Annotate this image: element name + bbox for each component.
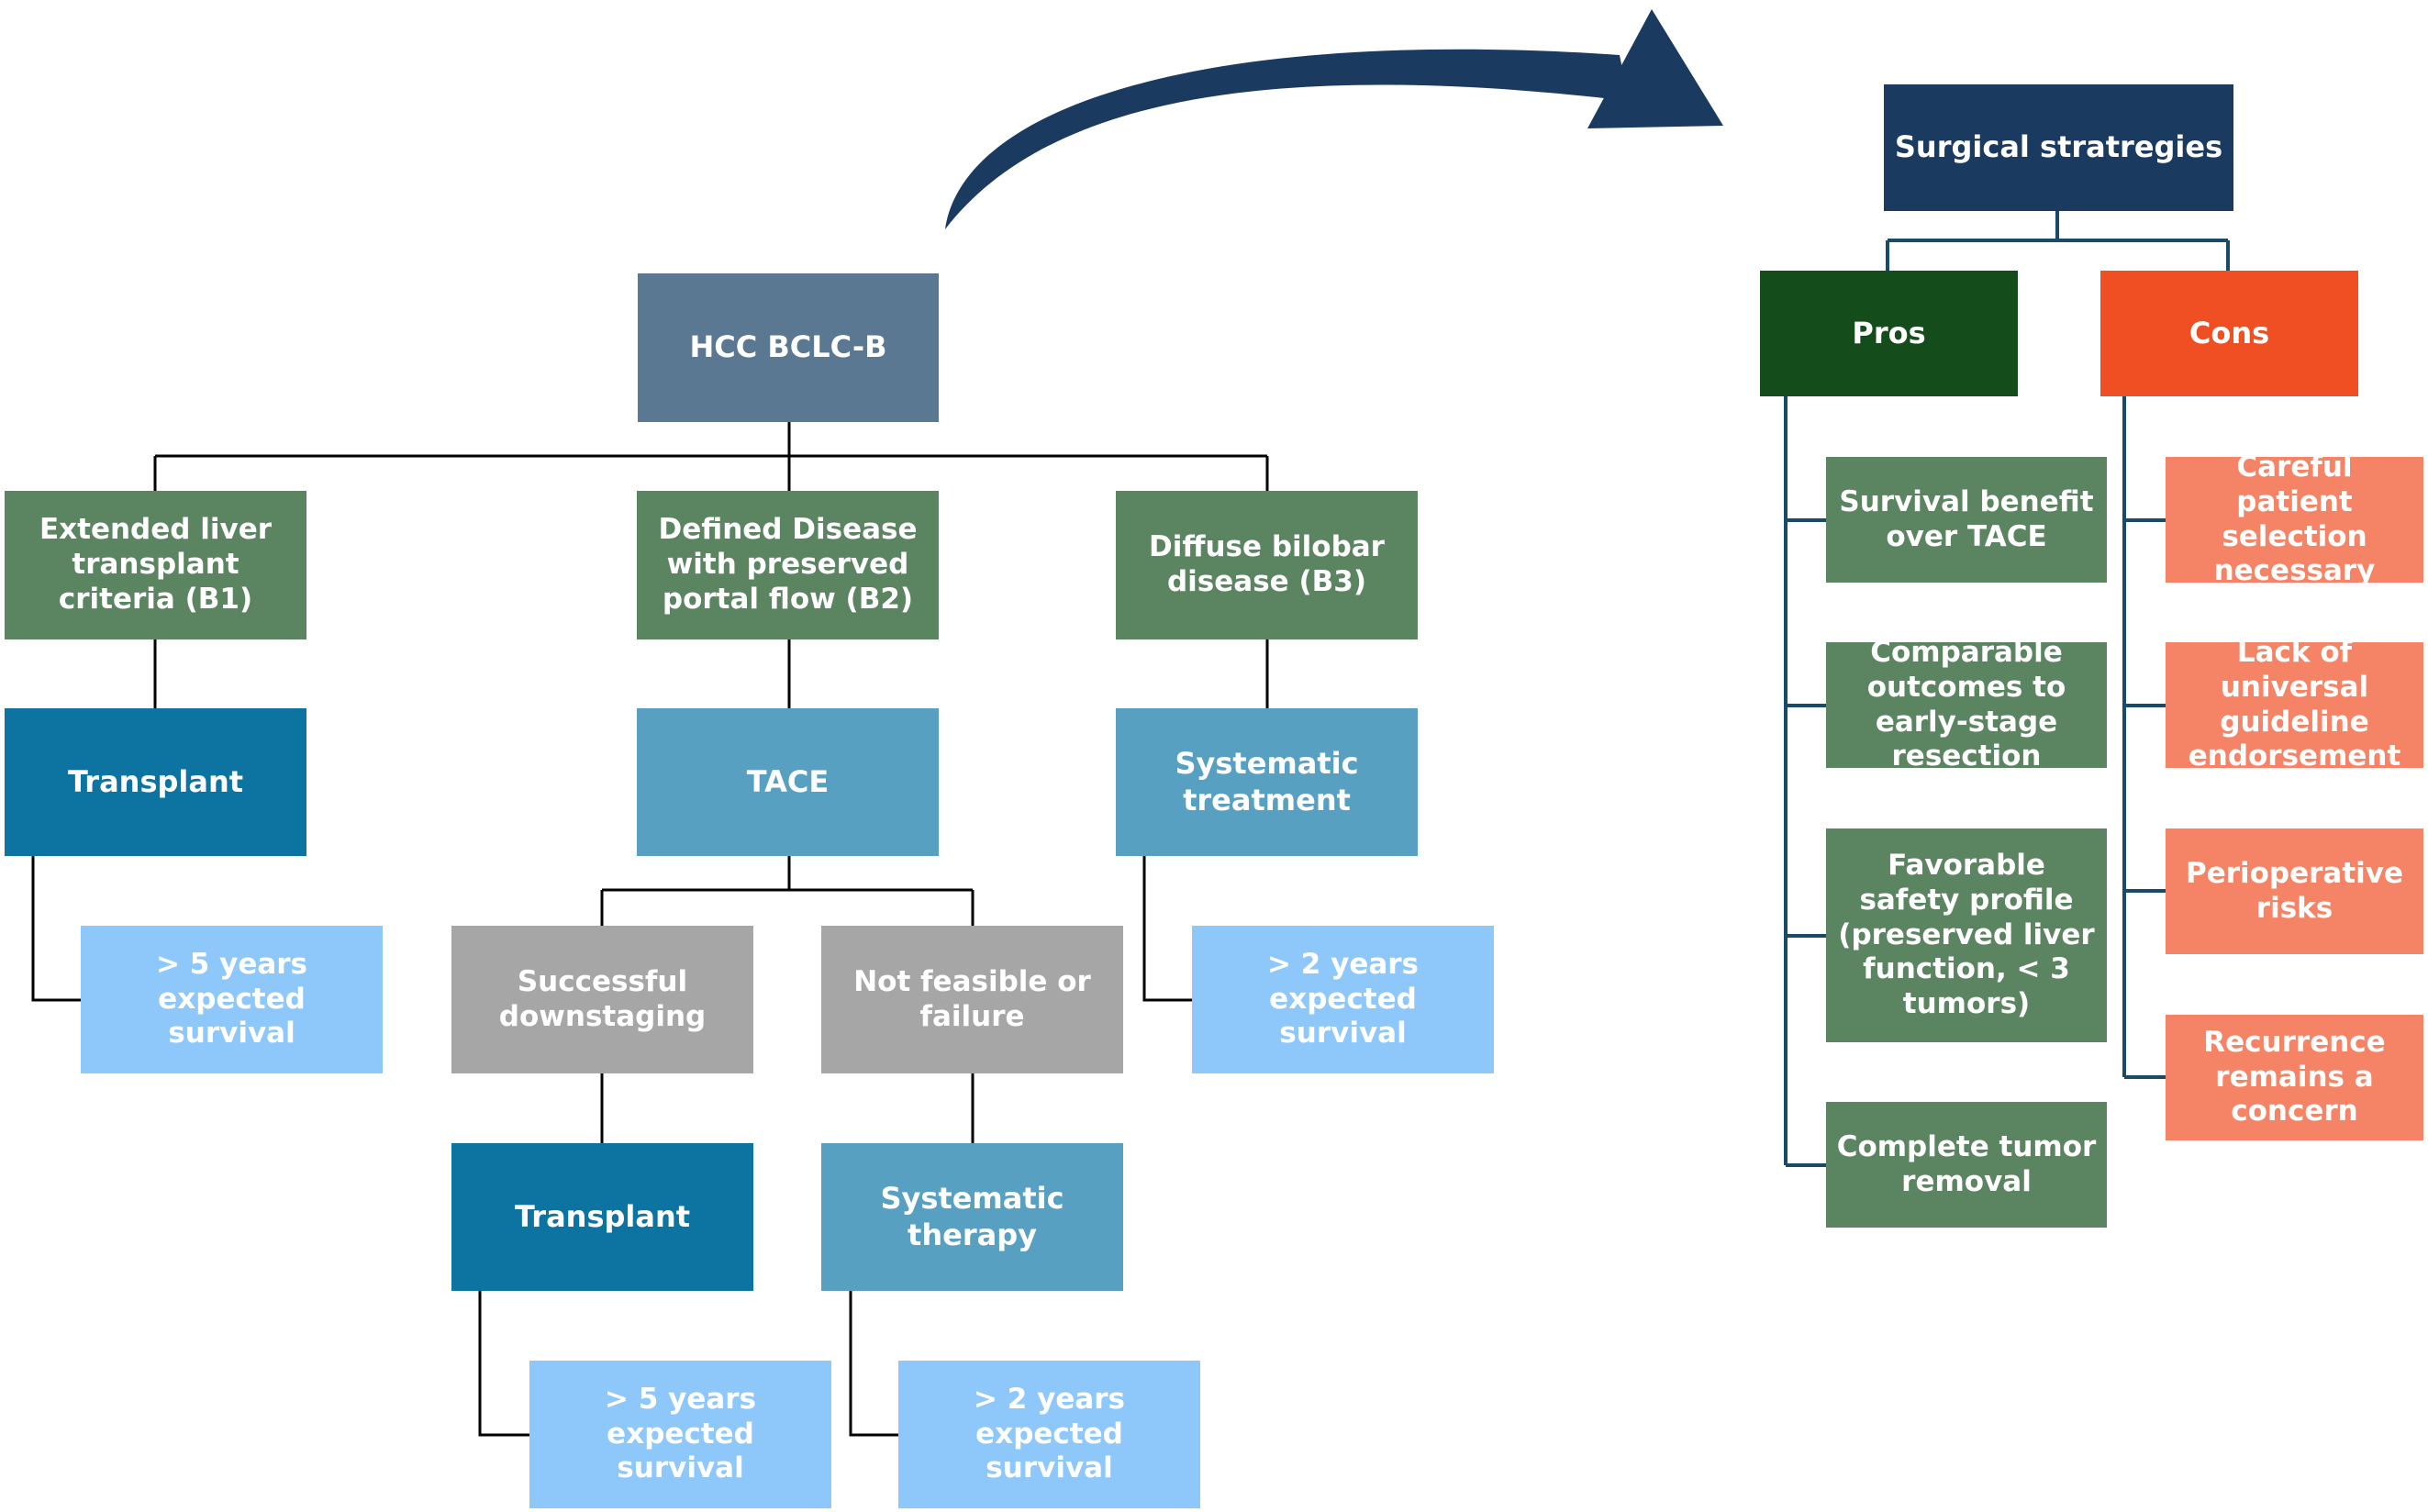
cons-item: Careful patient selection necessary (2166, 450, 2423, 587)
cons-item: Perioperative risks (2166, 828, 2423, 954)
cons-header: Cons (2100, 271, 2358, 396)
curved-arrow-head (1587, 9, 1723, 128)
cons-item: Lack of universal guideline endorsement (2166, 636, 2423, 773)
successful-downstaging-node: Successful downstaging (451, 926, 753, 1073)
category-b2: Defined Disease with preserved portal fl… (637, 491, 939, 639)
tace-node: TACE (637, 708, 939, 856)
pros-item: Complete tumor removal (1826, 1102, 2107, 1228)
transplant-after-downstaging-node: Transplant (451, 1143, 753, 1291)
transplant-node: Transplant (5, 708, 306, 856)
root-node: HCC BCLC-B (638, 273, 939, 422)
category-b3: Diffuse bilobar disease (B3) (1116, 491, 1418, 639)
surgical-strategies-title: Surgical stratregies (1884, 84, 2233, 211)
pros-item: Favorable safety profile (preserved live… (1826, 828, 2107, 1042)
curved-arrow-body (945, 49, 1629, 229)
not-feasible-node: Not feasible or failure (821, 926, 1123, 1073)
systematic-therapy-node: Systematic therapy (821, 1143, 1123, 1291)
outcome-b1: > 5 years expected survival (81, 926, 383, 1073)
systematic-treatment-node: Systematic treatment (1116, 708, 1418, 856)
outcome-downstaging: > 5 years expected survival (529, 1361, 831, 1508)
cons-item: Recurrence remains a concern (2166, 1015, 2423, 1140)
pros-item: Comparable outcomes to early-stage resec… (1826, 636, 2107, 773)
pros-item: Survival benefit over TACE (1826, 457, 2107, 583)
category-b1: Extended liver transplant criteria (B1) (5, 491, 306, 639)
pros-header: Pros (1760, 271, 2018, 396)
outcome-systematic-therapy: > 2 years expected survival (898, 1361, 1200, 1508)
outcome-b3: > 2 years expected survival (1192, 926, 1494, 1073)
